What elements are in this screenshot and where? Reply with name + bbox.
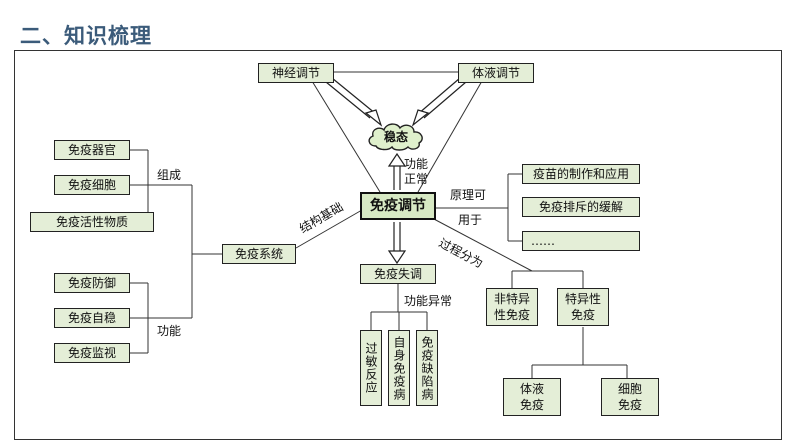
autoimmune-disease-node: 自身免疫病 [388, 330, 410, 406]
cellular-immunity-node: 细胞免疫 [601, 378, 659, 416]
principle-label-2: 用于 [458, 213, 483, 227]
immune-defense-node: 免疫防御 [54, 273, 130, 293]
immune-substances-node: 免疫活性物质 [30, 212, 154, 232]
homeostasis-node: 稳态 [383, 129, 408, 144]
humoral-regulation-node: 体液调节 [458, 63, 534, 83]
function-label: 功能 [157, 324, 182, 338]
specific-immunity-label: 特异性免疫 [564, 292, 601, 322]
function-abnormal-label: 功能异常 [404, 294, 453, 308]
nonspecific-immunity-label: 非特异性免疫 [493, 292, 530, 322]
neural-regulation-node: 神经调节 [258, 63, 334, 83]
allergy-node: 过敏反应 [360, 330, 382, 406]
cellular-immunity-label: 细胞免疫 [617, 382, 642, 412]
cloud-shape [368, 123, 423, 151]
humoral-immunity-label: 体液免疫 [519, 382, 544, 412]
immune-stability-node: 免疫自稳 [54, 308, 130, 328]
diagram-frame [14, 50, 782, 440]
page-title: 二、知识梳理 [20, 24, 152, 48]
specific-immunity-node: 特异性免疫 [557, 288, 609, 326]
immune-regulation-node: 免疫调节 [360, 192, 436, 220]
vaccine-node: 疫苗的制作和应用 [522, 164, 640, 184]
immunodeficiency-node: 免疫缺陷病 [416, 330, 438, 406]
humoral-immunity-node: 体液免疫 [503, 378, 561, 416]
immune-dysfunction-node: 免疫失调 [360, 264, 436, 284]
rejection-relief-node: 免疫排斥的缓解 [522, 197, 640, 217]
immune-cells-node: 免疫细胞 [54, 175, 130, 195]
composition-label: 组成 [157, 168, 182, 182]
immune-organs-node: 免疫器官 [54, 140, 130, 160]
immune-system-node: 免疫系统 [222, 244, 296, 264]
principle-label-1: 原理可 [450, 188, 487, 202]
function-normal-label: 功能正常 [404, 157, 429, 186]
ellipsis-node: …… [522, 231, 640, 251]
nonspecific-immunity-node: 非特异性免疫 [486, 288, 538, 326]
immune-surveillance-node: 免疫监视 [54, 343, 130, 363]
